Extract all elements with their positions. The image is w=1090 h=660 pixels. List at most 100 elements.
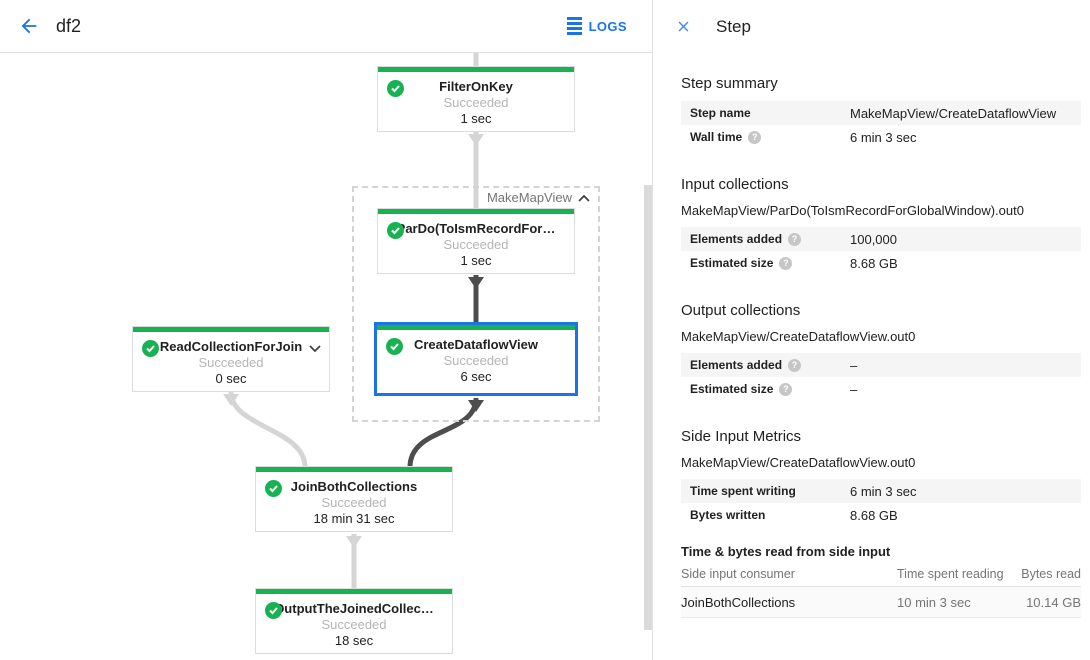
node-status: Succeeded (198, 355, 264, 370)
node-status-bar (378, 67, 574, 72)
input-collections-rows: Elements added? 100,000 Estimated size? … (681, 227, 1081, 275)
node-title: ParDo(ToIsmRecordFor… (396, 221, 556, 236)
table-row: JoinBothCollections 10 min 3 sec 10.14 G… (681, 587, 1081, 618)
close-icon (678, 21, 688, 32)
cell-time-reading: 10 min 3 sec (897, 594, 971, 610)
help-icon[interactable]: ? (788, 232, 802, 246)
column-header-consumer: Side input consumer (681, 566, 795, 581)
succeeded-check-icon (386, 338, 403, 355)
table-header-row: Side input consumer Time spent reading B… (681, 561, 1081, 587)
step-details-panel: Step Step summary Step name MakeMapView/… (653, 0, 1090, 660)
node-title: CreateDataflowView (413, 337, 539, 352)
kv-value-text: 6 min 3 sec (850, 483, 917, 499)
kv-row-bytes-written: Bytes written 8.68 GB (681, 503, 1081, 527)
help-icon[interactable]: ? (779, 382, 793, 396)
node-status: Succeeded (443, 353, 509, 368)
input-collections-heading: Input collections (681, 176, 789, 193)
node-status-bar (133, 327, 329, 332)
node-status: Succeeded (321, 495, 387, 510)
job-graph-panel: df2 LOGS (0, 0, 653, 660)
step-panel-header: Step (653, 0, 1090, 53)
side-input-collection-name: MakeMapView/CreateDataflowView.out0 (681, 455, 916, 470)
output-collections-rows: Elements added? – Estimated size? – (681, 353, 1081, 401)
node-time: 1 sec (460, 111, 492, 126)
job-title: df2 (56, 15, 82, 36)
node-time: 0 sec (215, 371, 247, 386)
node-status-bar (377, 325, 575, 330)
kv-row-estimated-size: Estimated size? 8.68 GB (681, 251, 1081, 275)
kv-value-text: 6 min 3 sec (850, 129, 917, 145)
succeeded-check-icon (265, 480, 282, 497)
step-panel-body: Step summary Step name MakeMapView/Creat… (653, 75, 1090, 618)
help-icon[interactable]: ? (779, 256, 793, 270)
column-header-bytes-read: Bytes read (1021, 566, 1081, 581)
succeeded-check-icon (265, 602, 282, 619)
node-time: 6 sec (460, 369, 492, 384)
pipeline-graph-canvas[interactable]: MakeMapView FilterOnKey Succeeded 1 sec … (0, 53, 652, 660)
kv-value-text: 8.68 GB (850, 507, 898, 523)
close-button[interactable] (672, 16, 694, 38)
kv-value-text: – (850, 357, 858, 373)
succeeded-check-icon (387, 222, 404, 239)
node-status-bar (378, 209, 574, 214)
chevron-down-icon[interactable] (309, 340, 321, 358)
composite-group-makemapview (352, 186, 600, 422)
node-time: 1 sec (460, 253, 492, 268)
back-button[interactable] (16, 13, 42, 39)
logs-button-label: LOGS (588, 18, 627, 34)
side-input-table: Side input consumer Time spent reading B… (681, 561, 1081, 618)
kv-label-text: Time spent writing (690, 484, 796, 498)
node-title: ReadCollectionForJoin (159, 339, 303, 354)
node-status-bar (256, 589, 452, 594)
cell-bytes-read: 10.14 GB (1026, 594, 1081, 610)
column-header-time-reading: Time spent reading (897, 566, 1004, 581)
node-time: 18 sec (334, 633, 374, 648)
help-icon[interactable]: ? (748, 130, 762, 144)
kv-value-text: MakeMapView/CreateDataflowView (850, 105, 1057, 121)
step-node-pardo-toismrecord[interactable]: ParDo(ToIsmRecordFor… Succeeded 1 sec (377, 208, 575, 274)
side-input-metrics-rows: Time spent writing 6 min 3 sec Bytes wri… (681, 479, 1081, 527)
step-summary-rows: Step name MakeMapView/CreateDataflowView… (681, 101, 1081, 149)
composite-group-header[interactable]: MakeMapView (352, 190, 600, 205)
succeeded-check-icon (142, 340, 159, 357)
kv-row-estimated-size: Estimated size? – (681, 377, 1081, 401)
node-status: Succeeded (443, 95, 509, 110)
kv-label-text: Elements added (690, 232, 783, 246)
node-time: 18 min 31 sec (313, 511, 395, 526)
graph-edges (223, 53, 484, 591)
output-collection-name: MakeMapView/CreateDataflowView.out0 (681, 329, 916, 344)
help-icon[interactable]: ? (788, 358, 802, 372)
output-collections-heading: Output collections (681, 302, 801, 319)
cell-consumer: JoinBothCollections (681, 594, 796, 610)
kv-value-text: 100,000 (850, 231, 897, 247)
step-node-outputthejoinedcollection[interactable]: OutputTheJoinedCollec… Succeeded 18 sec (255, 588, 453, 654)
kv-label-text: Estimated size (690, 256, 774, 270)
kv-row-step-name: Step name MakeMapView/CreateDataflowView (681, 101, 1081, 125)
node-status: Succeeded (443, 237, 509, 252)
side-input-table-heading: Time & bytes read from side input (681, 544, 891, 559)
back-arrow-icon (21, 18, 37, 34)
logs-button[interactable]: LOGS (566, 0, 627, 52)
kv-value-text: – (850, 381, 858, 397)
node-status: Succeeded (321, 617, 387, 632)
logs-list-icon (566, 17, 582, 35)
panel-title: Step (716, 16, 751, 36)
kv-row-elements-added: Elements added? – (681, 353, 1081, 377)
side-input-metrics-heading: Side Input Metrics (681, 428, 802, 445)
vertical-scrollbar[interactable] (644, 185, 652, 630)
kv-label-text: Bytes written (690, 508, 766, 522)
composite-group-label: MakeMapView (486, 190, 572, 205)
step-node-filteronkey[interactable]: FilterOnKey Succeeded 1 sec (377, 66, 575, 132)
step-node-createdataflowview-selected[interactable]: CreateDataflowView Succeeded 6 sec (374, 322, 578, 396)
step-node-readcollectionforjoin[interactable]: ReadCollectionForJoin Succeeded 0 sec (132, 326, 330, 392)
step-node-joinbothcollections[interactable]: JoinBothCollections Succeeded 18 min 31 … (255, 466, 453, 532)
kv-label-text: Elements added (690, 358, 783, 372)
kv-value-text: 8.68 GB (850, 255, 898, 271)
chevron-up-icon (578, 194, 590, 202)
node-title: OutputTheJoinedCollec… (274, 601, 434, 616)
kv-label-text: Estimated size (690, 382, 774, 396)
step-summary-heading: Step summary (681, 75, 778, 92)
node-title: JoinBothCollections (290, 479, 418, 494)
kv-label-text: Step name (690, 106, 751, 120)
